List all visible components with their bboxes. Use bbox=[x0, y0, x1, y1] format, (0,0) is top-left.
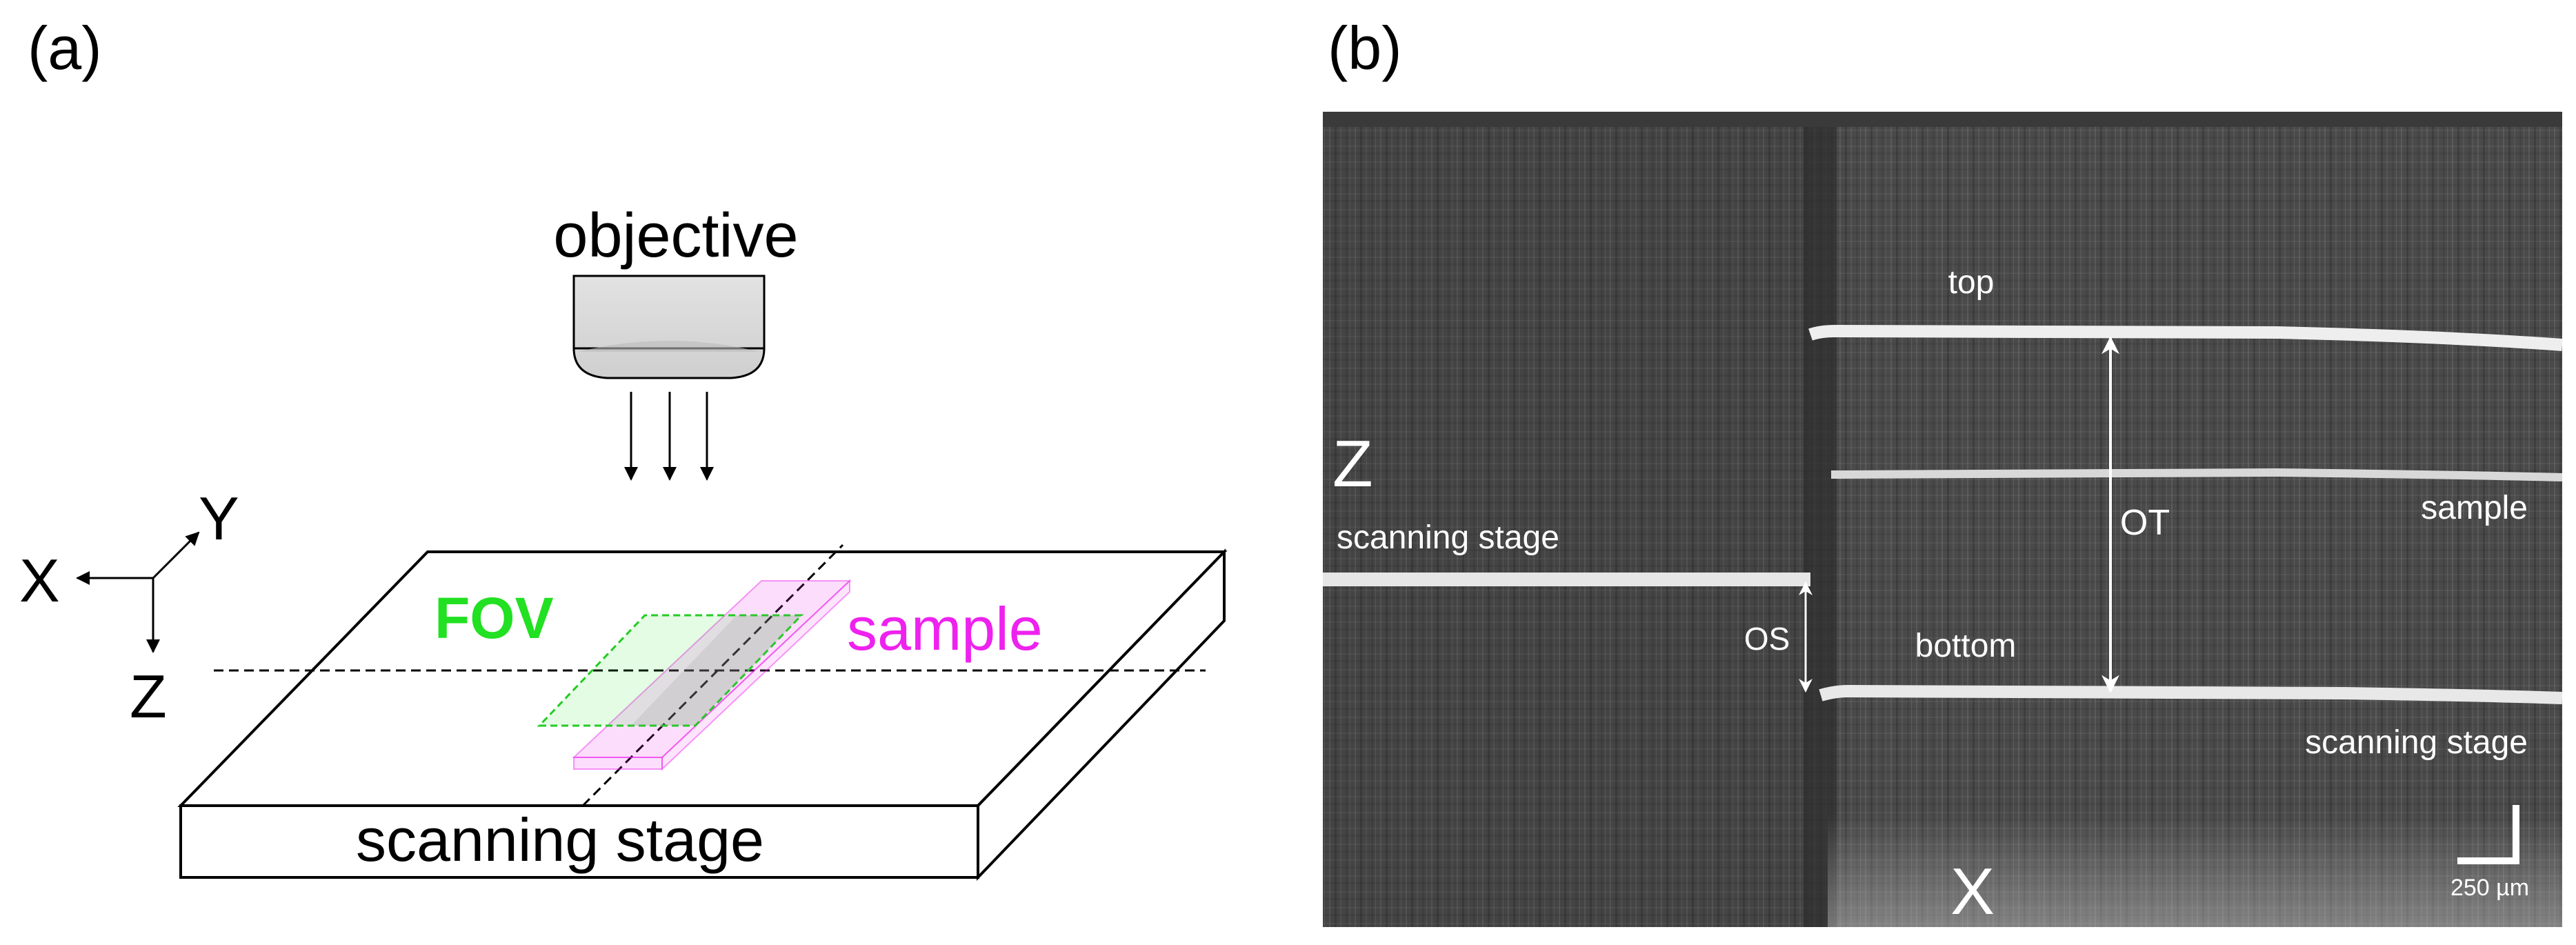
sample-inner-line bbox=[1830, 468, 2563, 481]
sample-strip bbox=[572, 579, 852, 771]
axis-y-label: Y bbox=[199, 484, 239, 553]
fov-sample-overlap bbox=[631, 615, 801, 726]
sample-label: sample bbox=[847, 595, 1043, 663]
axis-z-label: Z bbox=[130, 662, 167, 730]
fov-label: FOV bbox=[435, 586, 554, 650]
scale-bar bbox=[2457, 805, 2519, 864]
axis-triad bbox=[76, 531, 200, 653]
stage-right-label: scanning stage bbox=[2305, 724, 2528, 761]
scale-bar-label: 250 µm bbox=[2450, 875, 2529, 901]
fov-region bbox=[537, 614, 804, 727]
panel-b-label: (b) bbox=[1328, 14, 1402, 82]
sample-top-surface bbox=[1808, 324, 2563, 351]
oct-image bbox=[1323, 112, 2563, 927]
objective-label: objective bbox=[553, 201, 798, 270]
panel-b: (b) Z X scanning stage scanning stage to… bbox=[1323, 14, 2563, 928]
objective-icon bbox=[572, 275, 766, 379]
os-label: OS bbox=[1744, 621, 1790, 657]
top-label: top bbox=[1948, 264, 1995, 301]
sample-oct-label: sample bbox=[2421, 490, 2528, 526]
panel-a: (a) objective X Y Z bbox=[19, 14, 1228, 881]
axis-x-label: X bbox=[19, 546, 60, 615]
panel-a-label: (a) bbox=[28, 14, 102, 82]
bottom-label: bottom bbox=[1915, 628, 2017, 664]
light-arrows bbox=[624, 392, 714, 481]
scanning-stage-slab bbox=[177, 548, 1228, 881]
scanning-stage-label: scanning stage bbox=[356, 806, 764, 874]
oct-axis-x-label: X bbox=[1950, 855, 1995, 928]
stage-interface-right bbox=[1819, 684, 2563, 704]
oct-axis-z-label: Z bbox=[1332, 427, 1373, 501]
ot-label: OT bbox=[2120, 503, 2170, 543]
stage-left-label: scanning stage bbox=[1337, 519, 1559, 556]
guide-line-diagonal bbox=[581, 544, 844, 807]
